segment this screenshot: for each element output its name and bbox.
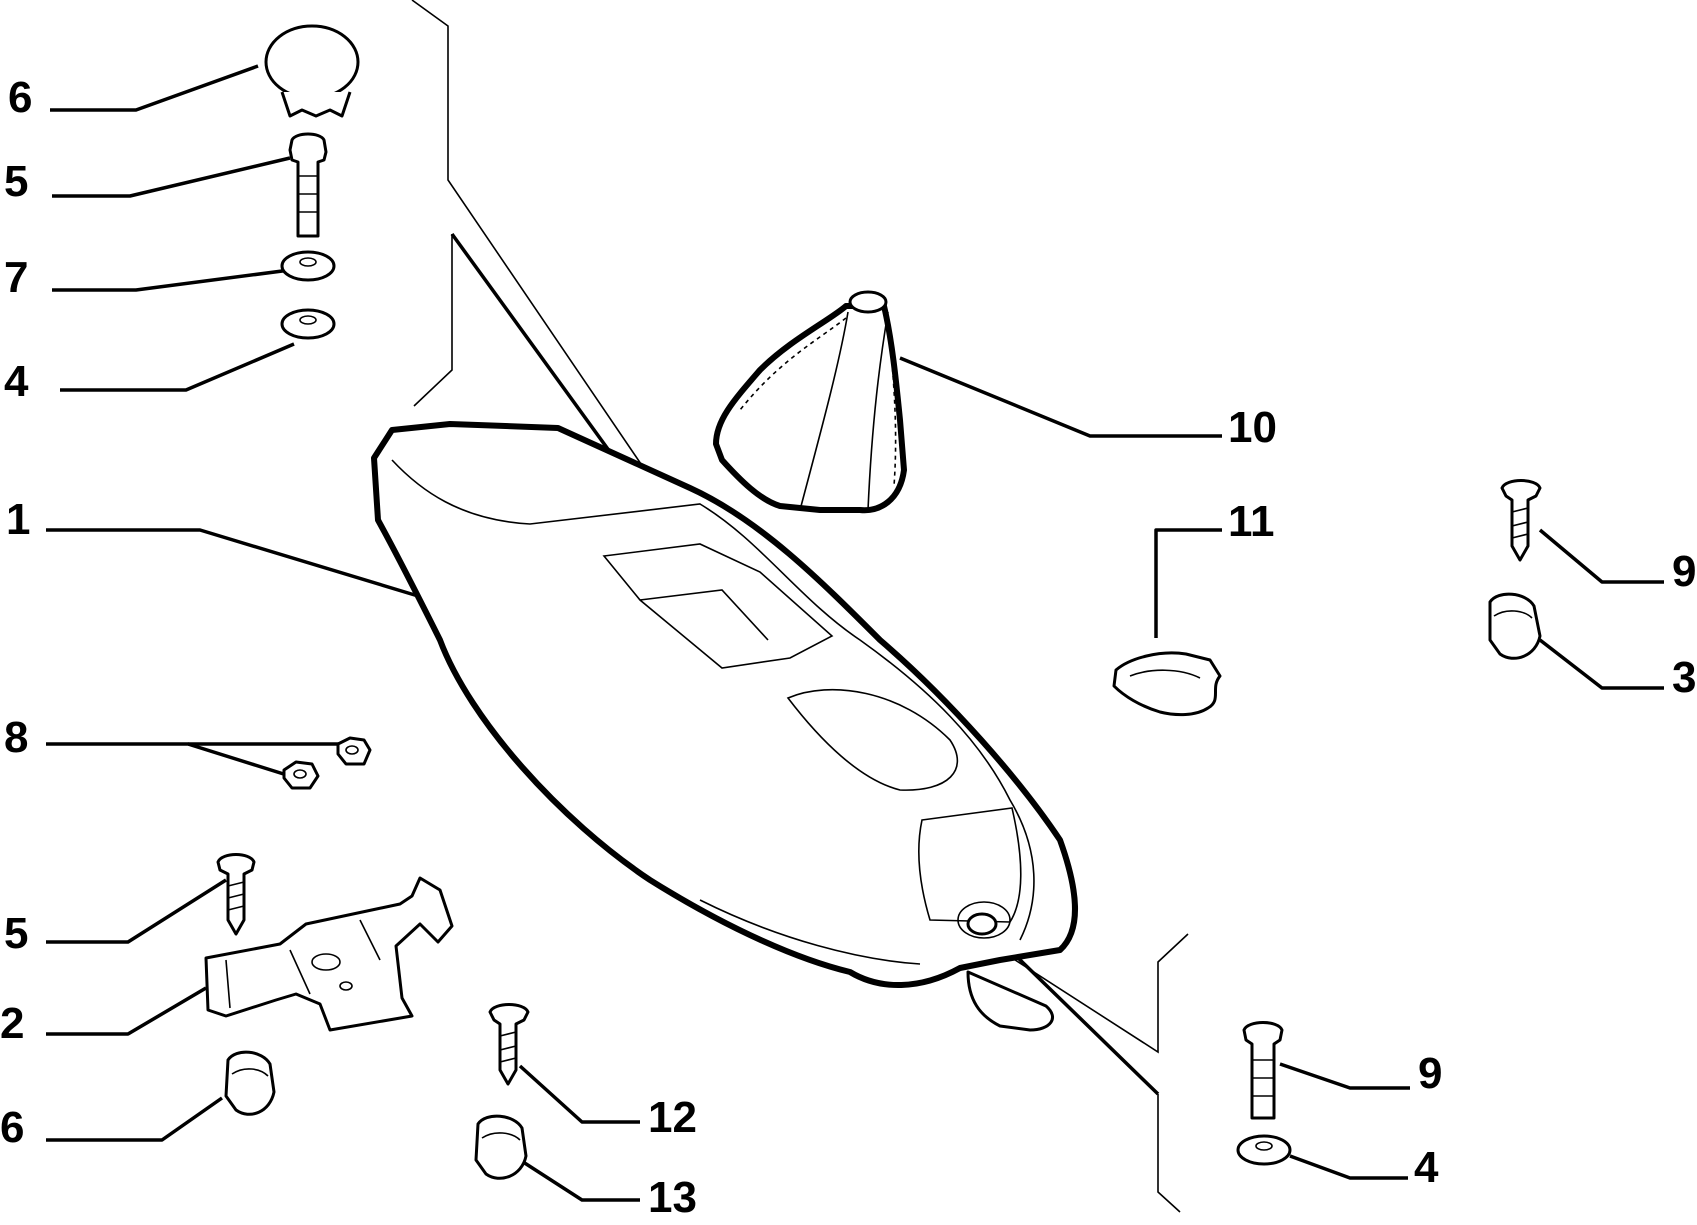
callout-label: 8 <box>4 713 28 762</box>
callout-label: 9 <box>1672 547 1696 596</box>
mounting-bracket <box>204 876 454 1032</box>
push-clip-part <box>224 1050 276 1116</box>
nut-part <box>282 760 320 790</box>
callout-label: 5 <box>4 157 28 206</box>
leader-lines <box>46 64 1664 1202</box>
bolt-part <box>1242 1021 1284 1120</box>
screw-part <box>288 132 328 238</box>
callout-label: 3 <box>1672 653 1696 702</box>
tapping-screw-part <box>488 1003 530 1086</box>
callout-label: 6 <box>0 1103 24 1152</box>
callout-label: 1 <box>6 495 30 544</box>
center-console-body <box>371 421 1078 1032</box>
push-clip-part <box>1488 592 1542 660</box>
callout-label: 4 <box>1414 1143 1439 1192</box>
callout-label: 5 <box>4 909 28 958</box>
washer-part <box>280 308 336 340</box>
gear-lever-boot <box>713 290 907 514</box>
callout-label: 11 <box>1228 497 1275 546</box>
small-clip-part <box>1112 651 1222 717</box>
washer-part <box>280 250 336 282</box>
callout-label: 9 <box>1418 1049 1442 1098</box>
callout-label: 6 <box>8 73 32 122</box>
push-clip-part <box>474 1114 528 1180</box>
callout-label: 7 <box>4 253 28 302</box>
cap-part <box>264 24 360 118</box>
callout-label: 13 <box>648 1173 697 1222</box>
callout-label: 12 <box>648 1093 697 1142</box>
nut-part <box>336 736 372 766</box>
tapping-screw-part <box>1500 479 1542 562</box>
callout-label: 2 <box>0 999 24 1048</box>
washer-part <box>1236 1134 1292 1166</box>
callout-label: 4 <box>4 357 29 406</box>
tapping-screw-part <box>216 853 256 936</box>
callout-label: 10 <box>1228 403 1277 452</box>
